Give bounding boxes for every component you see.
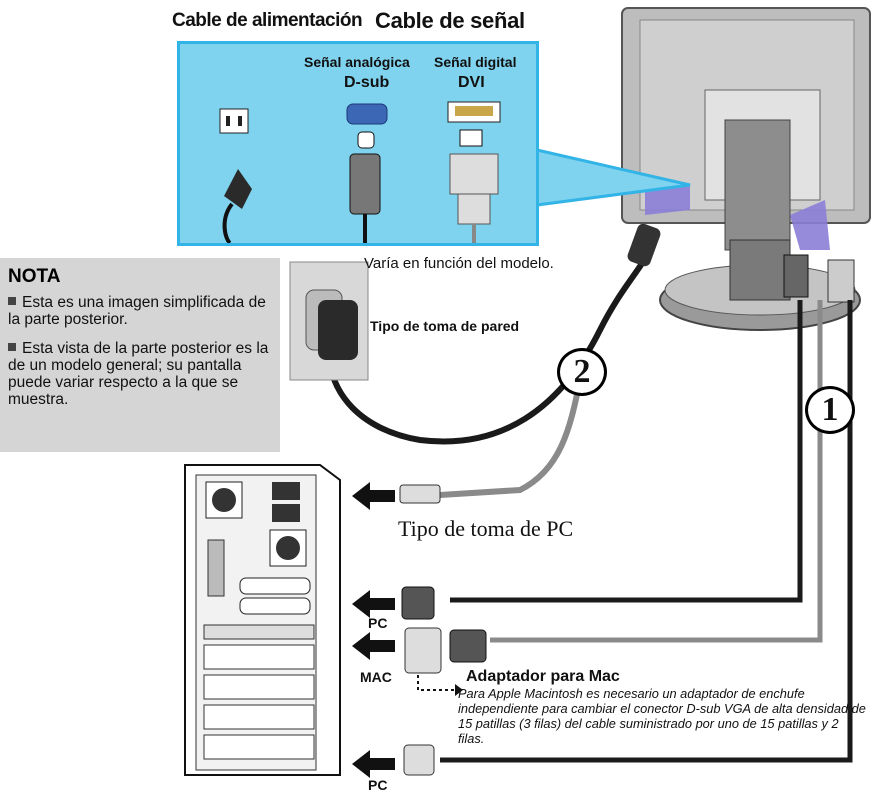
wall-outlet-label: Tipo de toma de pared (370, 318, 520, 334)
signal-cable-dsub (450, 300, 803, 603)
signal-cable-header: Cable de señal (375, 8, 525, 33)
dvi-plug-icon (449, 153, 499, 195)
signal-cable-dvi (440, 300, 853, 763)
bullet-icon (8, 297, 16, 305)
nota-title: NOTA (8, 266, 61, 287)
connector-panel: Señal analógica D-sub Señal digital DVI (177, 41, 539, 246)
wall-outlet-illustration (289, 261, 369, 381)
digital-signal-label: Señal digital (434, 54, 517, 70)
power-cable-pc-branch (439, 379, 583, 498)
nota-item: Esta es una imagen simplificada de la pa… (8, 294, 266, 328)
dsub-port-icon (346, 103, 388, 125)
mac-adapter-title: Adaptador para Mac (466, 668, 620, 685)
power-plug-icon (224, 169, 252, 209)
mac-adapter-description: Para Apple Macintosh es necesario un ada… (458, 686, 866, 746)
dvi-symbol-icon (459, 129, 483, 147)
power-socket-icon (219, 108, 249, 134)
pc-outlet-label: Tipo de toma de PC (398, 516, 574, 541)
pc-label-bottom: PC (368, 777, 388, 793)
monitor-illustration (621, 7, 871, 331)
dsub-symbol-icon (357, 131, 375, 149)
step-number-one: 1 (805, 386, 855, 434)
nota-item: Esta vista de la parte posterior es la d… (8, 340, 269, 408)
dsub-type-label: D-sub (344, 74, 390, 91)
bullet-icon (8, 343, 16, 351)
varies-by-model-note: Varía en función del modelo. (364, 255, 554, 272)
step-number-two: 2 (557, 348, 607, 396)
pc-label-top: PC (368, 615, 388, 631)
nota-box: NOTA Esta es una imagen simplificada de … (0, 258, 280, 452)
computer-illustration (184, 464, 341, 776)
power-cable (325, 248, 653, 445)
connector-icons (219, 101, 501, 243)
dsub-plug-icon (349, 153, 381, 215)
analog-signal-label: Señal analógica (304, 54, 410, 70)
signal-cable-mac (490, 300, 823, 643)
mac-label: MAC (360, 669, 392, 685)
power-cable-header: Cable de alimentación (172, 10, 363, 31)
dvi-type-label: DVI (458, 74, 485, 91)
